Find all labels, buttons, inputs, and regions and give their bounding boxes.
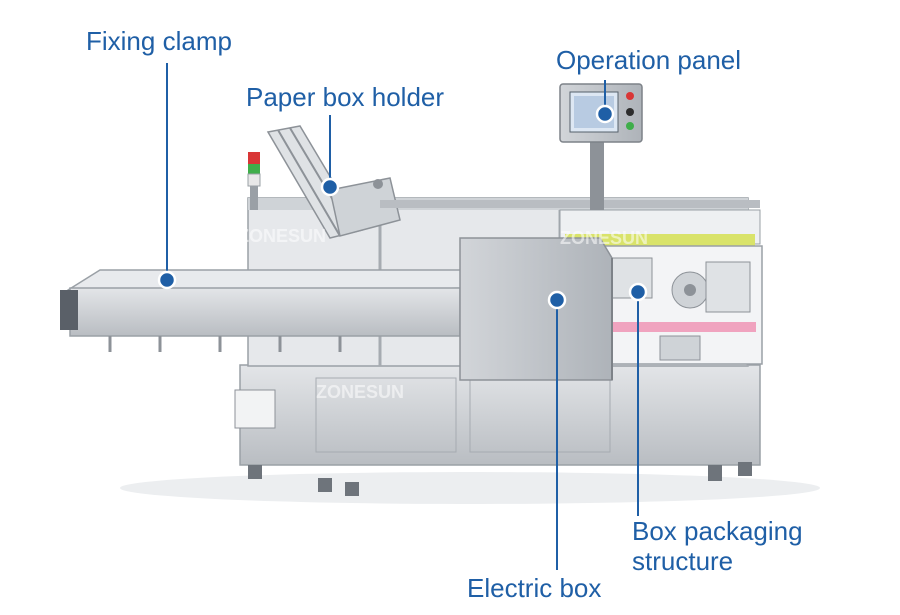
operation-panel-unit xyxy=(559,83,643,210)
dot-electric-box xyxy=(547,290,567,310)
yellow-guide-strip xyxy=(565,234,755,246)
label-box-packaging-line1: Box packaging xyxy=(632,516,803,546)
machine-feet xyxy=(248,462,752,496)
leader-lines xyxy=(166,63,639,570)
machine-illustration xyxy=(60,83,820,504)
callout-dots xyxy=(157,104,648,310)
watermark-text: ZONESUN xyxy=(238,226,326,246)
pink-guide-strip xyxy=(606,322,756,332)
label-box-packaging-line2: structure xyxy=(632,546,734,576)
dot-box-packaging xyxy=(628,282,648,302)
dot-fixing-clamp xyxy=(157,270,177,290)
label-box-packaging-structure: Box packaging structure xyxy=(632,516,803,576)
dot-paper-box-holder xyxy=(320,177,340,197)
base-cabinet xyxy=(239,364,761,466)
watermark-text: ZONESUN xyxy=(316,382,404,402)
label-fixing-clamp: Fixing clamp xyxy=(86,26,232,56)
watermark-text: ZONESUN xyxy=(560,228,648,248)
signal-tower-icon xyxy=(247,152,261,210)
dot-operation-panel xyxy=(595,104,615,124)
label-operation-panel: Operation panel xyxy=(556,45,742,75)
label-electric-box: Electric box xyxy=(467,573,602,603)
paper-box-magazine xyxy=(266,125,401,239)
electric-box-cover xyxy=(459,237,613,381)
label-paper-box-holder: Paper box holder xyxy=(246,82,445,112)
